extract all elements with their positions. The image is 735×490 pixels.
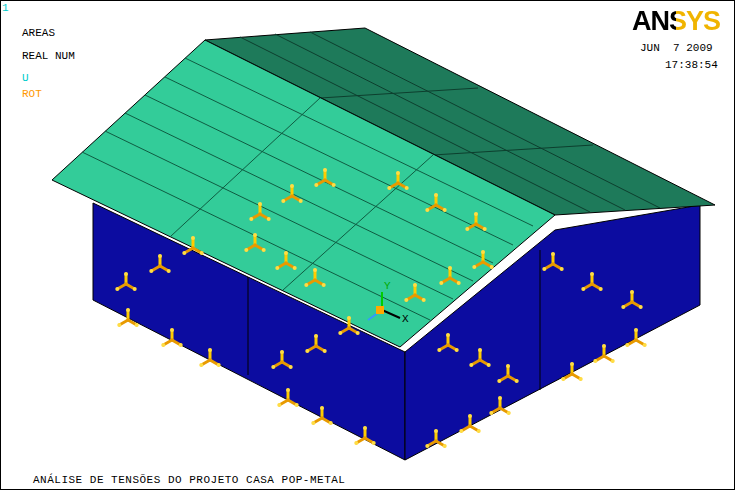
constraint-symbol	[469, 348, 490, 367]
constraint-symbol	[425, 193, 446, 212]
constraint-symbol	[281, 184, 302, 203]
constraint-symbol	[275, 251, 296, 270]
constraint-symbol	[621, 290, 642, 309]
wall-division	[248, 277, 249, 375]
axis-label: Y	[384, 280, 391, 293]
constraint-symbol	[338, 316, 359, 335]
constraint-symbol	[244, 233, 265, 252]
plot-label: REAL NUM	[22, 50, 75, 63]
constraint-symbol	[465, 212, 486, 231]
roof-front	[52, 40, 555, 347]
constraint-symbol	[311, 406, 332, 425]
constraint-symbols	[115, 168, 646, 448]
constraint-symbol	[497, 364, 518, 383]
constraint-symbol	[472, 250, 493, 269]
constraint-symbol	[437, 333, 458, 352]
constraint-symbol	[117, 308, 138, 327]
constraint-symbol	[304, 268, 325, 287]
legend-key: ROT	[22, 88, 42, 101]
constraint-symbol	[277, 388, 298, 407]
constraint-symbol	[249, 202, 270, 221]
constraint-symbol	[387, 171, 408, 190]
window-number: 1	[2, 2, 9, 15]
constraint-symbol	[199, 348, 220, 367]
constraint-symbol	[314, 168, 335, 187]
wall-division	[540, 250, 541, 390]
plot-label: AREAS	[22, 27, 55, 40]
date: JUN 7 2009	[640, 42, 713, 55]
constraint-symbol	[161, 328, 182, 347]
constraint-symbol	[459, 414, 480, 433]
caption: ANÁLISE DE TENSÕES DO PROJETO CASA POP-M…	[33, 474, 345, 487]
roof-grid	[82, 58, 533, 320]
constraint-symbol	[561, 362, 582, 381]
legend-key: U	[22, 72, 29, 85]
constraint-symbol	[271, 350, 292, 369]
constraint-symbol	[182, 236, 203, 255]
logo: ANSYS	[632, 6, 720, 36]
constraint-symbol	[593, 344, 614, 363]
constraint-symbol	[115, 272, 136, 291]
axis-triad	[368, 292, 400, 320]
constraint-symbol	[581, 272, 602, 291]
constraint-symbol	[404, 283, 425, 302]
time: 17:38:54	[665, 59, 718, 72]
constraint-symbol	[305, 334, 326, 353]
constraint-symbol	[489, 396, 510, 415]
constraint-symbol	[625, 328, 646, 347]
constraint-symbol	[425, 429, 446, 448]
axis-label: X	[402, 313, 409, 326]
constraint-symbol	[439, 266, 460, 285]
constraint-symbol	[354, 426, 375, 445]
constraint-symbol	[542, 252, 563, 271]
constraint-symbol	[149, 254, 170, 273]
